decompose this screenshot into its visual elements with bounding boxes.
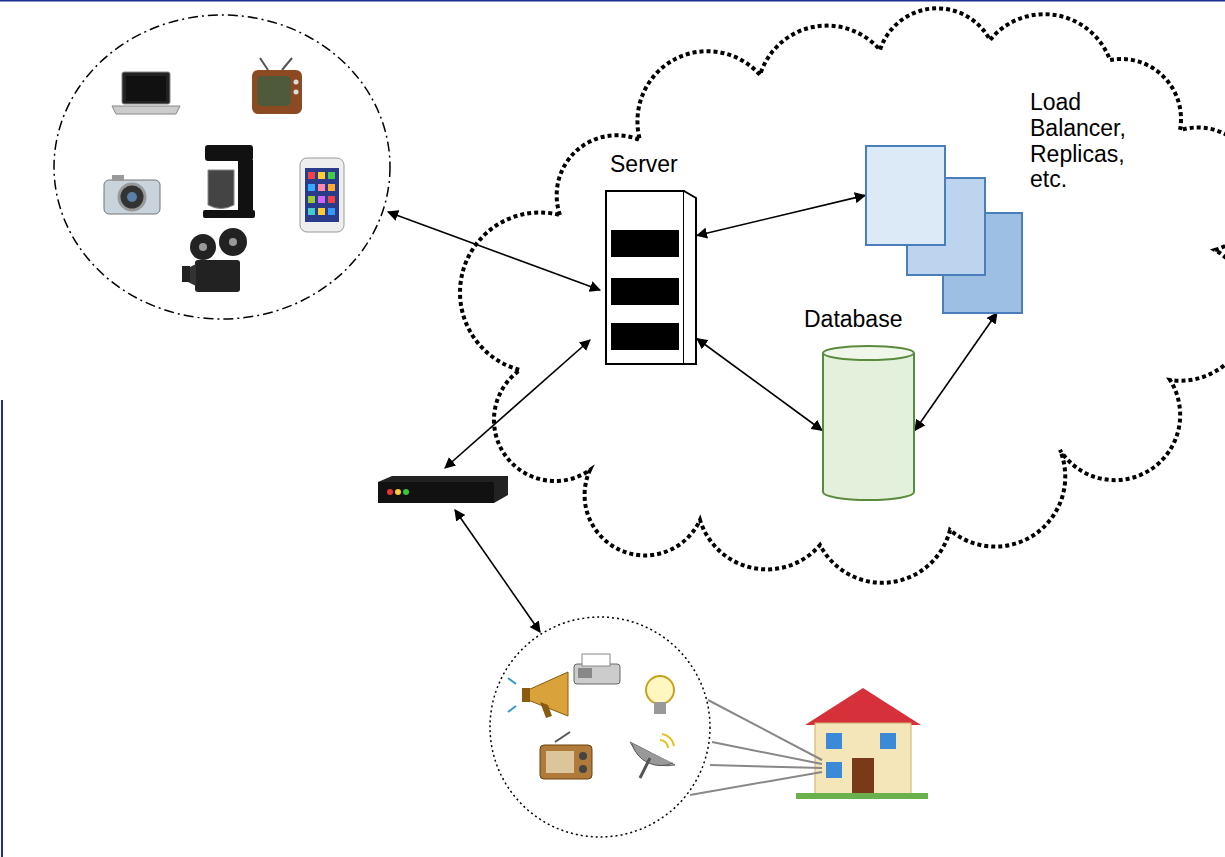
node-label: Database (804, 307, 944, 333)
radio-icon (540, 732, 592, 779)
home-wires (690, 700, 822, 795)
server-box: Server (605, 190, 697, 365)
phone-icon (300, 158, 344, 232)
replica-stack: Load Balancer, Replicas, etc. (865, 145, 1022, 313)
connector (915, 313, 997, 430)
tv-icon (252, 58, 302, 114)
laptop-icon (112, 72, 180, 114)
fax-icon (574, 654, 620, 684)
camera-icon (104, 175, 160, 214)
shape-outline (605, 190, 697, 365)
coffee-maker-icon (203, 145, 255, 218)
side-rule (1, 400, 3, 857)
bulb-icon (646, 676, 674, 714)
house-icon (796, 688, 928, 799)
megaphone-icon (508, 672, 568, 718)
cloud-outline (460, 8, 1225, 582)
connector (697, 195, 865, 235)
node-label: Load Balancer, Replicas, etc. (1030, 90, 1152, 193)
shape-outline (865, 145, 1022, 313)
connector (697, 339, 822, 431)
network-links (388, 212, 600, 632)
top-rule (0, 0, 1225, 2)
home-device-group (490, 617, 710, 837)
database-cylinder: Database (822, 345, 915, 500)
router-icon (378, 476, 508, 503)
film-camera-icon (182, 228, 247, 292)
node-label: Server (610, 152, 730, 178)
device-group (54, 15, 390, 319)
shape-outline (822, 345, 915, 500)
satellite-dish-icon (630, 734, 675, 778)
